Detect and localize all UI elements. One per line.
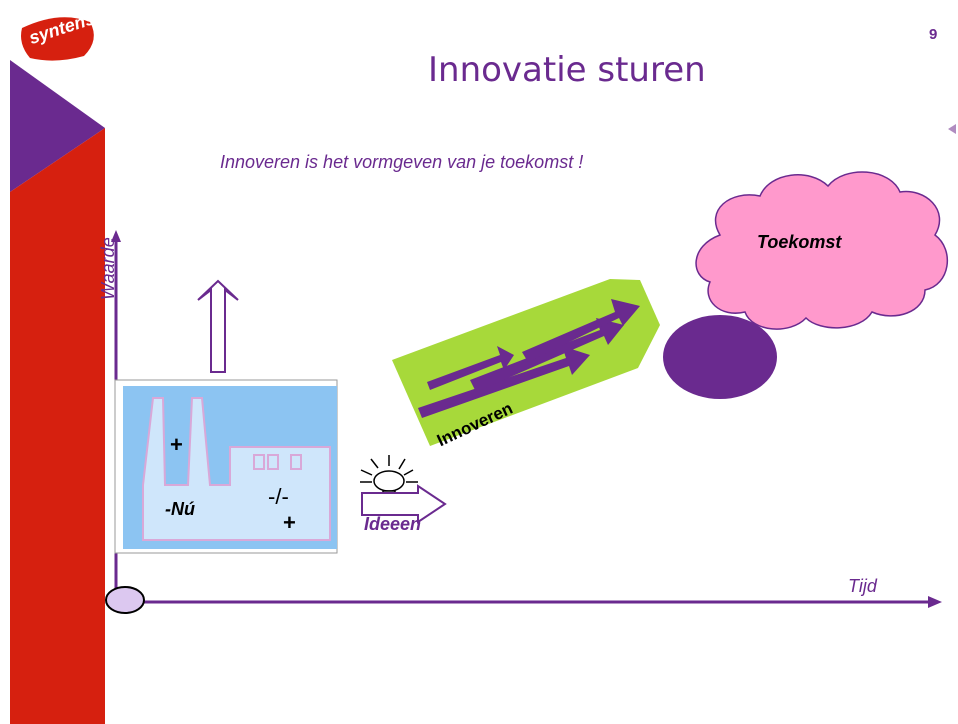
future-cloud: [695, 171, 949, 330]
left-sidebar: [10, 0, 105, 724]
origin-marker: [105, 586, 145, 614]
slide-title: Innovatie sturen: [428, 50, 706, 90]
page-number: 9: [929, 26, 938, 43]
up-arrow: [197, 279, 239, 373]
slide-subtitle: Innoveren is het vormgeven van je toekom…: [220, 152, 584, 172]
plus-top-label: +: [170, 432, 183, 457]
sidebar-red-band: [10, 128, 105, 724]
future-label: Toekomst: [757, 232, 842, 252]
plus-bottom-label: +: [283, 510, 296, 535]
x-axis-arrowhead: [928, 596, 942, 608]
sidebar-purple-triangle: [10, 60, 105, 192]
neutral-label: -/-: [268, 484, 289, 509]
right-edge-arrow: [948, 124, 956, 134]
ideas-arrow: [361, 484, 447, 524]
x-axis-label: Tijd: [848, 576, 877, 596]
purple-blob: [663, 315, 777, 399]
ideas-label: Ideeen: [364, 514, 422, 534]
y-axis-arrowhead: [111, 230, 121, 242]
factory: [114, 379, 338, 554]
logo: [21, 17, 94, 61]
y-axis-label: Waarde: [98, 237, 118, 300]
innovation-banner: [392, 279, 660, 446]
now-label: -Nú: [165, 499, 195, 519]
